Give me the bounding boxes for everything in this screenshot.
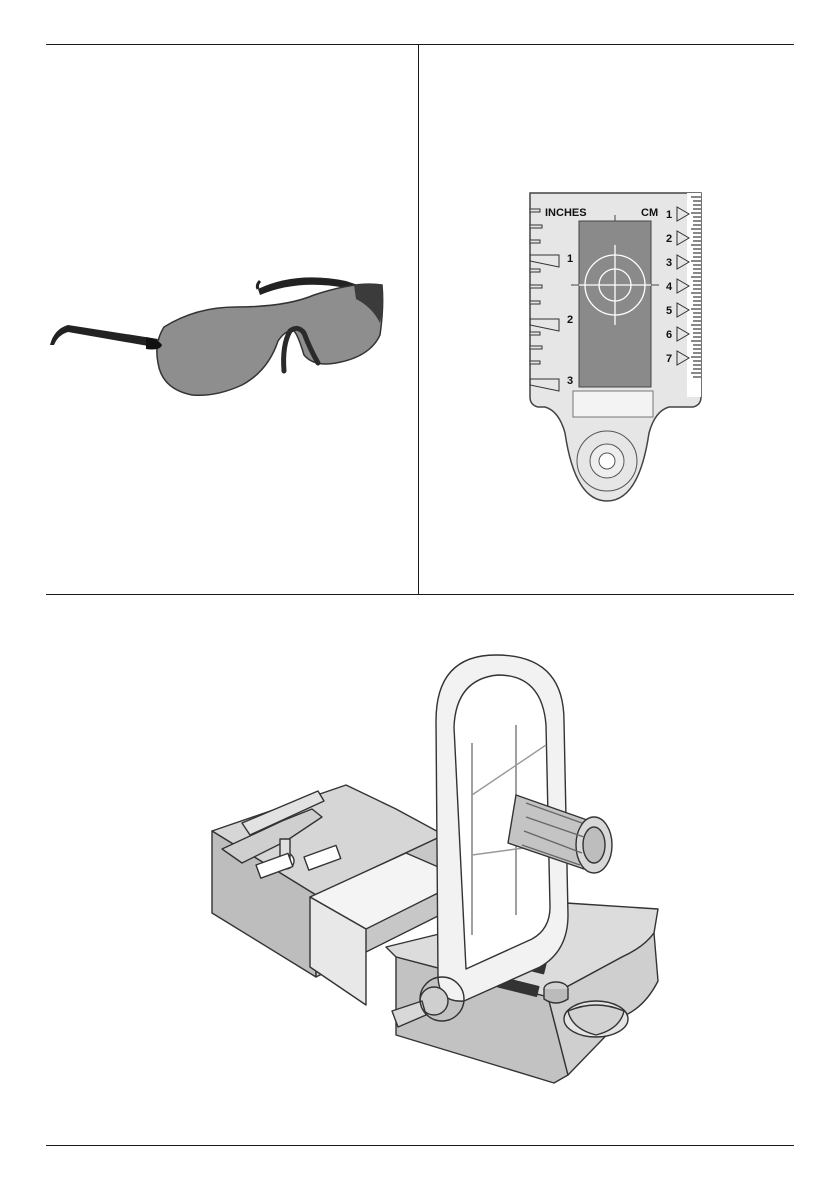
target-card-panel: INCHES 1 2 3	[419, 45, 794, 594]
cm-mark-4: 4	[666, 281, 673, 293]
bottom-rule	[46, 1145, 794, 1146]
cm-mark-5: 5	[666, 305, 672, 317]
inches-label: INCHES	[545, 207, 587, 219]
inch-mark-1: 1	[567, 253, 573, 265]
cm-mark-3: 3	[666, 257, 672, 269]
laser-viewing-glasses-icon	[46, 45, 418, 594]
laser-target-card-icon: INCHES 1 2 3	[419, 45, 794, 594]
wall-mount-bracket-icon	[46, 595, 794, 1145]
cm-mark-1: 1	[666, 209, 672, 221]
cm-mark-6: 6	[666, 329, 672, 341]
cm-label: CM	[641, 207, 658, 219]
bracket-panel	[46, 595, 794, 1145]
inch-mark-2: 2	[567, 314, 573, 326]
glasses-panel	[46, 45, 418, 594]
inch-mark-3: 3	[567, 375, 573, 387]
cm-mark-7: 7	[666, 353, 672, 365]
cm-mark-2: 2	[666, 233, 672, 245]
